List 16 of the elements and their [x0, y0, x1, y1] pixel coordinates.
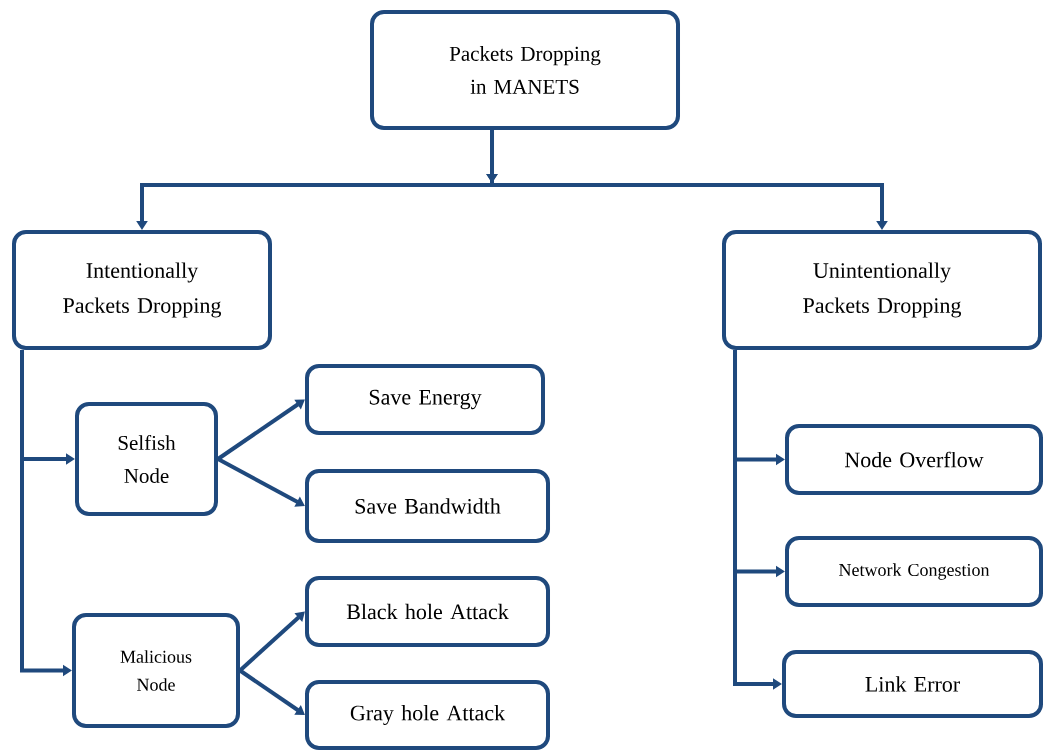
process-box: Intentionally Packets Dropping — [12, 230, 272, 350]
arrow — [238, 668, 305, 715]
process-box: Malicious Node — [72, 613, 240, 728]
process-box: Packets Dropping in MANETS — [370, 10, 680, 130]
process-box: Unintentionally Packets Dropping — [722, 230, 1042, 350]
process-box: Selfish Node — [75, 402, 218, 516]
process-box: Gray hole Attack — [305, 680, 550, 750]
arrow — [238, 611, 305, 672]
process-box: Save Energy — [305, 364, 545, 435]
process-box: Save Bandwidth — [305, 469, 550, 543]
process-box: Black hole Attack — [305, 576, 550, 647]
process-box: Link Error — [782, 650, 1043, 718]
process-box: Node Overflow — [785, 424, 1043, 495]
arrow — [217, 457, 305, 507]
process-box: Network Congestion — [785, 536, 1043, 607]
arrow — [216, 399, 305, 461]
